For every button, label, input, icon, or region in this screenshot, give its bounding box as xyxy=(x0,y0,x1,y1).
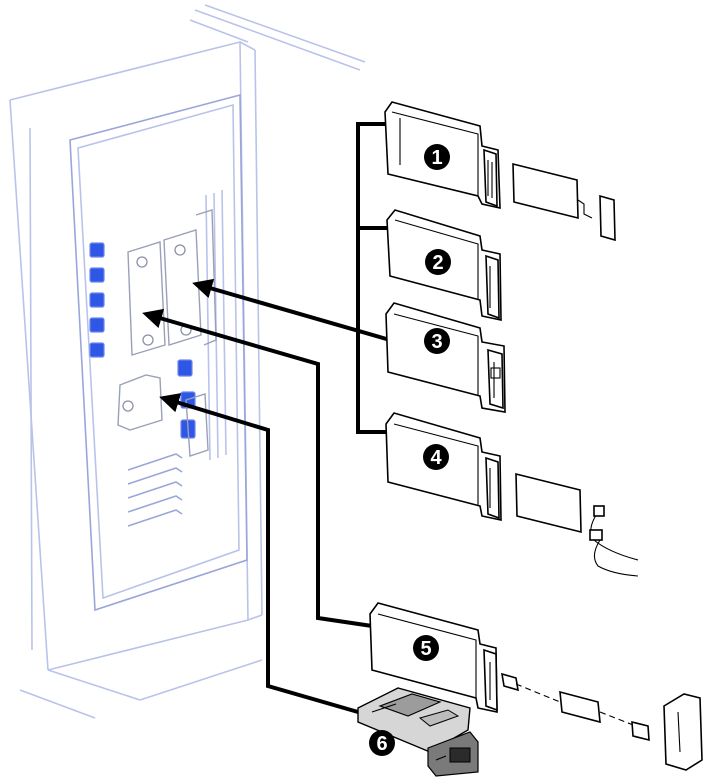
callout-badge-5: 5 xyxy=(413,635,439,661)
card-3 xyxy=(385,302,506,413)
connection-bracket xyxy=(356,122,390,434)
card-6-circuit-board xyxy=(357,687,479,777)
callout-label-2: 2 xyxy=(432,252,443,274)
vent-louvres xyxy=(127,453,183,527)
chassis-slot-plates xyxy=(117,209,217,457)
callout-label-5: 5 xyxy=(420,638,431,660)
callout-badge-3: 3 xyxy=(424,328,450,354)
arrow-card5-to-slot xyxy=(142,308,373,628)
arrow-card6-to-slot xyxy=(159,393,359,714)
install-arrows xyxy=(142,278,391,714)
callout-badge-1: 1 xyxy=(424,144,450,170)
callout-label-6: 6 xyxy=(376,733,387,755)
callout-badge-4: 4 xyxy=(423,444,449,470)
arrow-card3-to-slot xyxy=(192,278,391,342)
card-4 xyxy=(385,412,639,577)
cabinet xyxy=(9,4,366,719)
callout-label-3: 3 xyxy=(431,331,442,353)
callout-badge-2: 2 xyxy=(425,249,451,275)
callout-label-4: 4 xyxy=(430,447,442,469)
callout-badge-6: 6 xyxy=(369,730,395,756)
callout-label-1: 1 xyxy=(431,147,442,169)
